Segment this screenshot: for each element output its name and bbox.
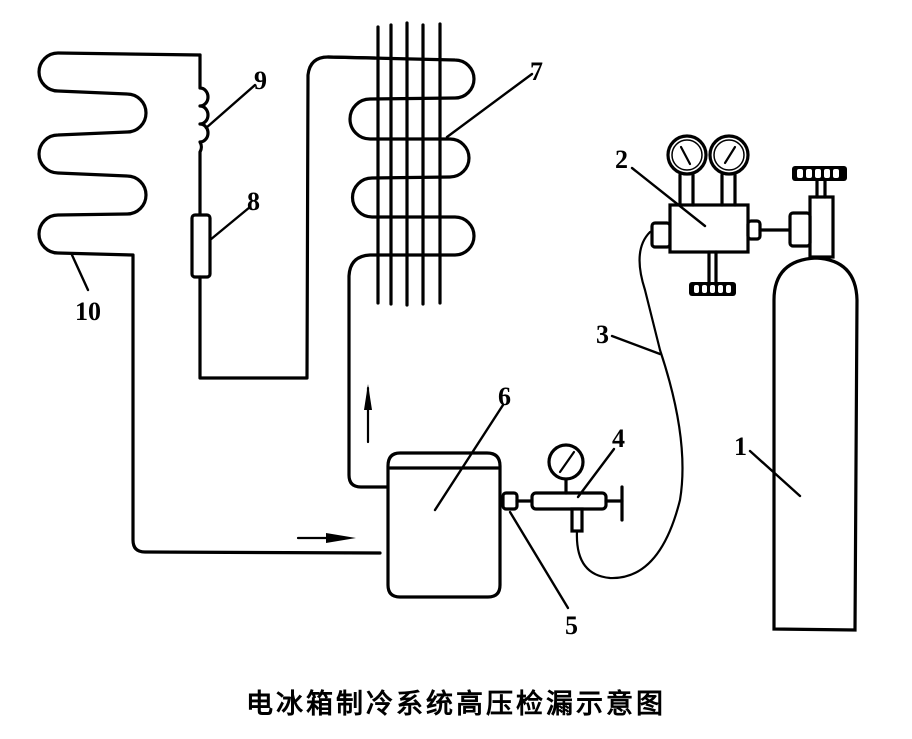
leader-line-2 (630, 166, 707, 228)
flow-arrow-right (296, 533, 356, 543)
label-6: 6 (498, 382, 511, 411)
label-8: 8 (247, 187, 260, 216)
label-2: 2 (615, 145, 628, 174)
label-3: 3 (596, 320, 609, 349)
charging-hose (575, 226, 684, 580)
cylinder-valve-knob-icon (792, 166, 847, 181)
label-7: 7 (530, 57, 543, 86)
label-10: 10 (75, 297, 101, 326)
leader-line-5 (508, 510, 570, 610)
service-valve-with-gauge (530, 443, 624, 533)
compressor (386, 451, 502, 599)
leader-line-10 (70, 253, 90, 292)
leader-line-8 (208, 205, 252, 242)
low-pressure-gauge-icon (666, 134, 708, 176)
label-5: 5 (565, 611, 578, 640)
process-tube-fitting (501, 491, 534, 511)
capillary-tube (198, 53, 210, 217)
label-1: 1 (734, 432, 747, 461)
condenser (326, 21, 476, 489)
leader-line-6 (433, 403, 505, 512)
high-pressure-gauge-icon (708, 134, 750, 176)
diagram-caption: 电冰箱制冷系统高压检漏示意图 (246, 689, 666, 720)
nitrogen-cylinder (772, 166, 859, 632)
label-9: 9 (254, 66, 267, 95)
leader-line-4 (576, 447, 616, 499)
flow-arrow-up (364, 384, 372, 444)
leader-line-7 (445, 72, 534, 139)
leader-line-9 (204, 83, 257, 130)
manifold-knob-icon (689, 282, 736, 296)
evaporator (37, 51, 382, 555)
leader-line-3 (610, 334, 662, 356)
leader-line-1 (748, 449, 802, 498)
manifold-gauge-valve (650, 134, 792, 296)
label-4: 4 (612, 424, 625, 453)
